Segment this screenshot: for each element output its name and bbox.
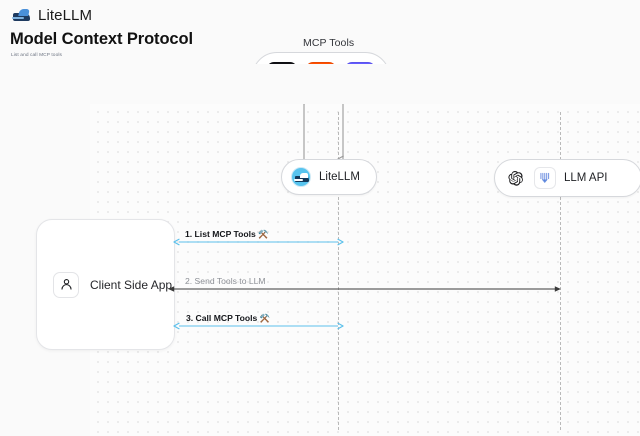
- brand[interactable]: LiteLLM: [12, 7, 92, 24]
- flow-1-label: 1. List MCP Tools ⚒️: [185, 229, 269, 239]
- stripe-label: S: [355, 67, 365, 87]
- flow-3-arrow: [173, 322, 344, 330]
- tools-emoji-3: ⚒️: [259, 313, 271, 323]
- diagram-canvas: MCP Tools zapier S: [0, 37, 640, 436]
- mcp-tools-title: MCP Tools: [303, 37, 355, 49]
- tools-emoji-1: ⚒️: [258, 229, 269, 239]
- mcp-tools-group[interactable]: zapier S: [252, 52, 390, 102]
- flow-2-label: 2. Send Tools to LLM: [185, 276, 266, 286]
- anthropic-icon: [534, 167, 556, 189]
- node-llm-api-label: LLM API: [564, 172, 608, 184]
- node-client-side-app[interactable]: Client Side App: [36, 219, 175, 350]
- flow-2-arrow: [168, 286, 561, 292]
- stripe-icon[interactable]: S: [345, 62, 375, 92]
- brand-name: LiteLLM: [38, 7, 93, 24]
- page-title: Model Context Protocol: [10, 30, 193, 48]
- flow-3-label: 3. Call MCP Tools ⚒️: [186, 313, 271, 323]
- vertical-flow-arrows: [298, 97, 344, 163]
- zapier-label: zapier: [312, 73, 330, 81]
- lifeline-llm-api: [560, 112, 561, 430]
- node-client-label: Client Side App: [90, 277, 173, 292]
- supabase-icon[interactable]: [267, 62, 297, 92]
- lifeline-litellm: [338, 112, 339, 430]
- node-llm-api[interactable]: LLM API: [494, 159, 640, 197]
- litellm-avatar-icon: [291, 167, 311, 187]
- flow-1-arrow: [173, 238, 344, 246]
- litellm-truck-icon: [12, 8, 32, 24]
- node-litellm-label: LiteLLM: [319, 171, 360, 183]
- openai-icon: [504, 167, 526, 189]
- page-subtitle: List and call MCP tools: [11, 53, 63, 58]
- user-person-icon: [53, 271, 79, 298]
- node-litellm[interactable]: LiteLLM: [281, 159, 377, 195]
- zapier-icon[interactable]: zapier: [306, 62, 336, 92]
